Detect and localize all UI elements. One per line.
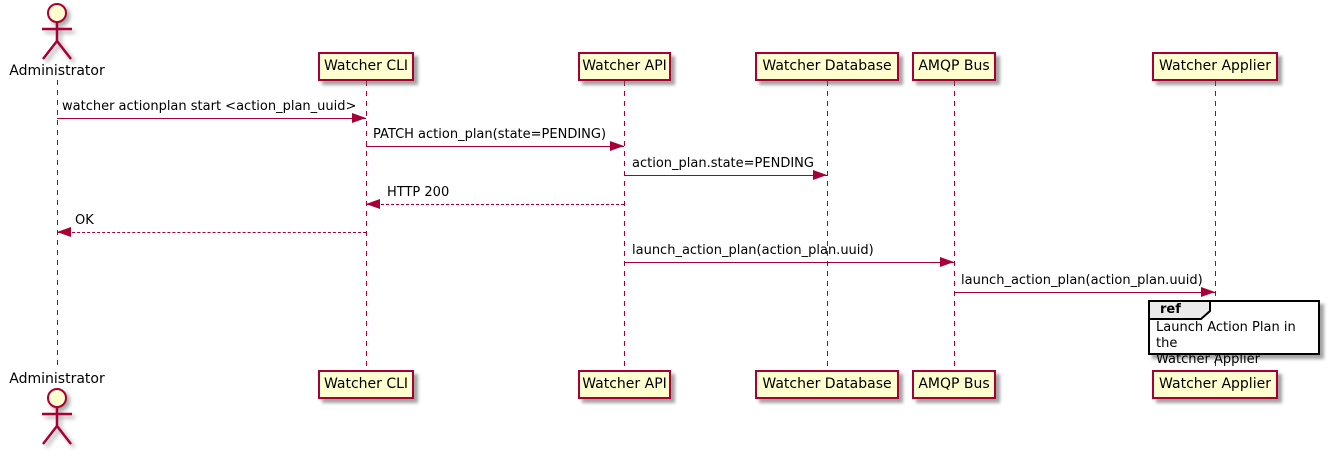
participant-watcher-api: Watcher API	[578, 52, 671, 81]
participant-watcher-database-bottom: Watcher Database	[755, 370, 899, 399]
arrowhead-icon	[813, 170, 827, 180]
arrowhead-icon	[57, 227, 71, 237]
ref-keyword: ref	[1160, 302, 1181, 317]
message-label: watcher actionplan start <action_plan_uu…	[62, 99, 357, 114]
lifeline-watcher-database	[827, 81, 828, 370]
actor-icon-bottom	[42, 388, 72, 445]
arrowhead-icon	[1201, 287, 1215, 297]
message-line	[624, 262, 954, 263]
message-label: OK	[75, 213, 94, 228]
lifeline-amqp-bus	[954, 81, 955, 370]
participant-watcher-cli: Watcher CLI	[318, 52, 414, 81]
participant-watcher-api-bottom: Watcher API	[578, 370, 671, 399]
message-label: launch_action_plan(action_plan.uuid)	[961, 273, 1203, 288]
participant-watcher-database: Watcher Database	[755, 52, 899, 81]
ref-text: Launch Action Plan in the Watcher Applie…	[1156, 320, 1296, 367]
message-line	[366, 146, 624, 147]
lifeline-administrator	[57, 80, 58, 370]
message-label: action_plan.state=PENDING	[632, 156, 814, 171]
participant-amqp-bus: AMQP Bus	[912, 52, 996, 81]
ref-fragment: ref Launch Action Plan in the Watcher Ap…	[1148, 300, 1320, 367]
participant-watcher-applier: Watcher Applier	[1152, 52, 1278, 81]
actor-label: Administrator	[9, 63, 105, 79]
arrowhead-icon	[940, 257, 954, 267]
arrowhead-icon	[610, 141, 624, 151]
message-line	[366, 204, 624, 205]
lifeline-watcher-api	[624, 81, 625, 370]
message-label: HTTP 200	[387, 185, 450, 200]
arrowhead-icon	[366, 199, 380, 209]
lifeline-watcher-applier	[1215, 81, 1216, 370]
message-line	[954, 292, 1215, 293]
message-label: PATCH action_plan(state=PENDING)	[373, 127, 607, 142]
message-line	[57, 118, 366, 119]
actor-icon	[42, 3, 72, 60]
lifeline-watcher-cli	[366, 81, 367, 370]
participant-watcher-applier-bottom: Watcher Applier	[1152, 370, 1278, 399]
message-label: launch_action_plan(action_plan.uuid)	[632, 243, 874, 258]
ref-tab-shape	[1148, 300, 1211, 320]
message-line	[624, 175, 827, 176]
arrowhead-icon	[352, 113, 366, 123]
participant-amqp-bus-bottom: AMQP Bus	[912, 370, 996, 399]
message-line	[57, 232, 366, 233]
actor-label-bottom: Administrator	[9, 371, 105, 387]
participant-watcher-cli-bottom: Watcher CLI	[318, 370, 414, 399]
